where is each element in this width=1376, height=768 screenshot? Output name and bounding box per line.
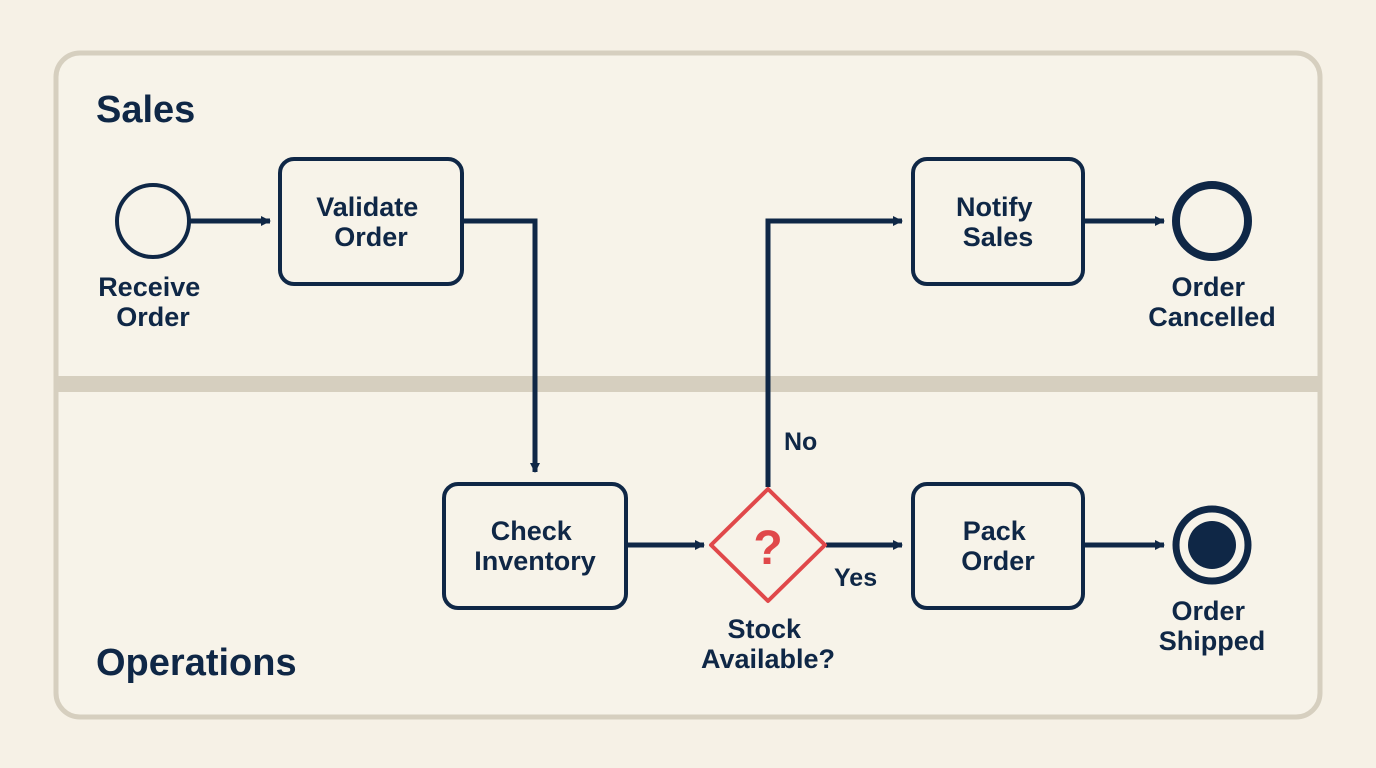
end-event-inner-dot xyxy=(1188,521,1236,569)
start-event-circle xyxy=(115,183,191,259)
task-check-inventory[interactable]: Check Inventory xyxy=(442,482,628,610)
task-validate-order[interactable]: Validate Order xyxy=(278,157,464,286)
task-box xyxy=(911,482,1085,610)
svg-text:Receive Order: Receive Order xyxy=(98,272,208,332)
task-label-line-2: Sales xyxy=(963,222,1034,252)
edge-label-no: No xyxy=(784,428,817,456)
task-pack-order[interactable]: Pack Order xyxy=(911,482,1085,610)
svg-text:Check Inventory: Check Inventory xyxy=(474,516,596,576)
end-event-circle xyxy=(1172,181,1252,261)
edge-validate-to-check-inventory xyxy=(462,218,540,473)
svg-text:Order Cancelled: Order Cancelled xyxy=(1148,272,1276,332)
start-event-label-line-2: Order xyxy=(116,302,190,332)
task-label-line-1: Check xyxy=(491,516,573,546)
task-label-line-1: Notify xyxy=(956,192,1033,222)
end-event-label-line-2: Cancelled xyxy=(1148,302,1276,332)
task-box xyxy=(911,157,1085,286)
lane-title-sales: Sales xyxy=(96,89,195,131)
start-event-receive-order[interactable]: Receive Order xyxy=(98,183,208,332)
task-label-line-1: Pack xyxy=(963,516,1027,546)
task-label-line-2: Order xyxy=(334,222,408,252)
task-notify-sales[interactable]: Notify Sales xyxy=(911,157,1085,286)
svg-text:Order Shipped: Order Shipped xyxy=(1159,596,1266,656)
edge-label-yes: Yes xyxy=(834,564,877,592)
start-event-label-line-1: Receive xyxy=(98,272,200,302)
question-mark-icon: ? xyxy=(753,522,782,575)
task-label-line-1: Validate xyxy=(316,192,418,222)
task-label-line-2: Inventory xyxy=(474,546,596,576)
edge-gateway-to-notify-sales xyxy=(765,216,903,487)
svg-text:Pack Order: Pack Order xyxy=(961,516,1035,576)
svg-text:Notify Sales: Notify Sales xyxy=(956,192,1040,252)
task-box xyxy=(442,482,628,610)
svg-text:Validate Order: Validate Order xyxy=(316,192,426,252)
end-event-order-cancelled[interactable]: Order Cancelled xyxy=(1148,181,1276,332)
gateway-label-line-2: Available? xyxy=(701,644,835,674)
end-event-label-line-1: Order xyxy=(1171,596,1245,626)
gateway-stock-available[interactable]: ? Stock Available? xyxy=(701,487,835,674)
task-label-line-2: Order xyxy=(961,546,1035,576)
end-event-label-line-2: Shipped xyxy=(1159,626,1266,656)
task-box xyxy=(278,157,464,286)
end-event-order-shipped[interactable]: Order Shipped xyxy=(1159,505,1266,656)
end-event-label-line-1: Order xyxy=(1171,272,1245,302)
svg-text:Stock Available?: Stock Available? xyxy=(701,614,835,674)
gateway-label-line-1: Stock xyxy=(727,614,802,644)
lane-title-operations: Operations xyxy=(96,642,297,684)
edges xyxy=(190,216,1165,550)
gateway-diamond xyxy=(709,487,827,603)
